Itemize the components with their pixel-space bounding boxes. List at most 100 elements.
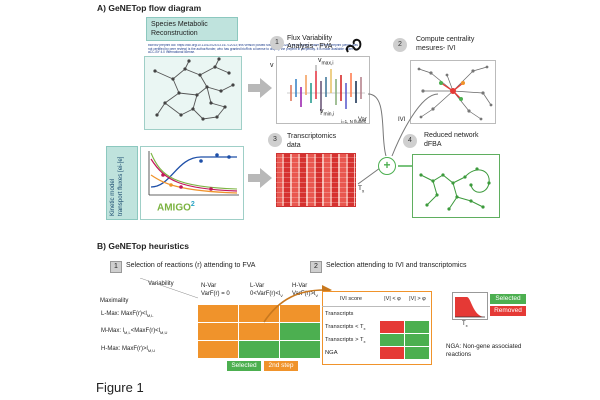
row-m-max-sub: M,L	[124, 330, 131, 336]
step-1-line1: Flux Variability	[287, 35, 332, 42]
row-l-max-sub: M,L	[146, 313, 154, 319]
var-label: Var	[358, 117, 367, 123]
col-l-var-h2: 0<VarF(r)<l	[250, 290, 281, 297]
row-m-max-name: M-Max:	[101, 328, 121, 334]
ivi-legend-removed: Removed	[490, 306, 526, 316]
step-1-line2: Analysis - FVA	[287, 43, 333, 50]
arrow-to-transcriptomics-icon	[248, 168, 272, 188]
row-m-max-sub2: M,U	[160, 330, 168, 336]
fva-vmax-sub: max,i	[321, 60, 334, 67]
step-2-line1: Compute centrality	[416, 36, 475, 43]
ivi-row-label: NGA	[325, 347, 380, 360]
fva-vmax-symbol: v	[318, 57, 322, 64]
row-h-max-name: H-Max:	[101, 346, 121, 352]
heuristic-step-1-text: Selection of reactions (r) attending to …	[126, 262, 256, 269]
kinetic-plot-panel: AMIGO2	[140, 146, 244, 220]
preprint-note: bioRxiv preprint doi: https://doi.org/10…	[148, 44, 358, 55]
col-n-var-h1: N-Var	[201, 283, 217, 289]
legend-selected: Selected	[227, 361, 261, 371]
kinetic-label: Kinetic model transport fluxes [ei-[e]	[109, 157, 125, 217]
ivi-row-label-sub: x	[363, 339, 366, 345]
fva-cell	[198, 341, 238, 358]
centrality-panel	[410, 60, 496, 124]
fva-cell	[280, 323, 320, 340]
row-h-max-sub: M,U	[147, 348, 156, 354]
step-1-label: Flux Variability Analysis - FVA	[287, 35, 332, 51]
tx-threshold-sub: x	[361, 188, 365, 194]
row-m-max-expr2: <MaxF(r)<l	[130, 328, 161, 334]
step-2-line2: mesures- IVI	[416, 44, 456, 52]
fva-cell	[198, 305, 238, 322]
fva-panel	[276, 56, 370, 124]
fva-vmin-sub: min,i	[323, 111, 335, 118]
col-n-var-h2: VarF(r) = 0	[201, 290, 230, 297]
fva-cell	[239, 341, 279, 358]
ivi-legend-selected: Selected	[490, 294, 526, 304]
centrality-network-graph	[417, 65, 493, 121]
col-header-l-var: L-Var 0<VarF(r)<lV	[250, 283, 283, 299]
fva-selection-grid	[198, 305, 321, 359]
fva-vmin-symbol: v	[320, 108, 324, 115]
kinetic-label-line1: Kinetic model	[109, 178, 116, 216]
nga-note-line1: NGA: Non-gene associated	[446, 343, 522, 350]
threshold-tx-label: Tx	[462, 321, 468, 328]
fva-cell	[239, 305, 279, 322]
step-4-line1: Reduced network	[424, 132, 479, 139]
step-2-label: Compute centrality mesures- IVI	[416, 36, 474, 53]
step-3-line1: Transcriptomics	[287, 133, 337, 140]
heatmap-rows	[276, 153, 356, 207]
step-1-badge: 1	[270, 36, 284, 50]
ivi-cell	[405, 334, 429, 346]
ivi-row-label-sub: x	[363, 326, 366, 332]
fva-n-fluxes-label: i=1, N fluxes	[341, 119, 366, 124]
amigo-logo-text: AMIGO	[157, 202, 191, 214]
col-l-var-h2-sub: V	[280, 292, 283, 298]
legend-second-step: 2nd step	[264, 361, 298, 371]
step-4-label: Reduced network dFBA	[424, 132, 478, 149]
ivi-label: IVI	[398, 117, 406, 123]
merge-plus-icon: +	[378, 157, 396, 175]
ivi-header-cell: |V| > φ	[405, 293, 430, 307]
step-4-badge: 4	[403, 134, 417, 148]
kinetic-curves-graph	[148, 151, 239, 196]
ivi-cell	[380, 347, 404, 359]
reconstruction-label-line1: Species Metabolic	[151, 21, 208, 28]
fva-bars-graph	[287, 65, 365, 115]
heuristic-step-2-text: Selection attending to IVI and transcrip…	[326, 262, 467, 269]
ivi-row-label-text: Transcripts > T	[325, 337, 364, 343]
ivi-header-cell: IVI score	[322, 293, 380, 307]
fva-cell	[280, 305, 320, 322]
tx-threshold-label: Tx	[358, 185, 364, 193]
threshold-tx-symbol: T	[462, 321, 466, 327]
col-h-var-h2: VarF(r)>l	[292, 290, 316, 297]
fva-cell	[280, 341, 320, 358]
reconstruction-label: Species Metabolic Reconstruction	[146, 17, 238, 41]
ivi-row-label-text: NGA	[325, 350, 338, 356]
arrow-to-fva-icon	[248, 78, 272, 98]
ivi-cell	[405, 308, 429, 320]
ivi-header-cell: |V| < φ	[380, 293, 405, 307]
section-b-title: B) GeNETop heuristics	[97, 241, 189, 251]
threshold-curve-icon	[455, 297, 485, 318]
reduced-network-graph	[419, 167, 491, 211]
fva-vmin-label: vmin,i	[320, 108, 334, 117]
ivi-row-label-text: Transcripts < T	[325, 324, 364, 330]
row-label-m-max: M-Max: lM,L<MaxF(r)<lM,U	[101, 328, 167, 335]
ivi-row-label: Transcripts < Tx	[325, 321, 380, 334]
variability-label: Variability	[148, 281, 174, 287]
reduced-network-panel	[412, 154, 500, 218]
step-4-line2: dFBA	[424, 140, 442, 148]
col-header-h-var: H-Var VarF(r)>lV	[292, 283, 318, 299]
step-3-label: Transcriptomics data	[287, 133, 336, 150]
reconstruction-label-line2: Reconstruction	[151, 30, 198, 37]
fva-v-label: v	[270, 62, 274, 69]
row-label-l-max: L-Max: MaxF(r)<lM,L	[101, 311, 154, 318]
swan-logo-icon	[345, 38, 362, 53]
ivi-cell	[380, 334, 404, 346]
tx-threshold-symbol: T	[358, 185, 362, 192]
col-h-var-h1: H-Var	[292, 283, 308, 289]
col-l-var-h1: L-Var	[250, 283, 265, 289]
threshold-curve-panel	[452, 292, 488, 320]
heuristic-step-2-badge: 2	[310, 261, 322, 273]
